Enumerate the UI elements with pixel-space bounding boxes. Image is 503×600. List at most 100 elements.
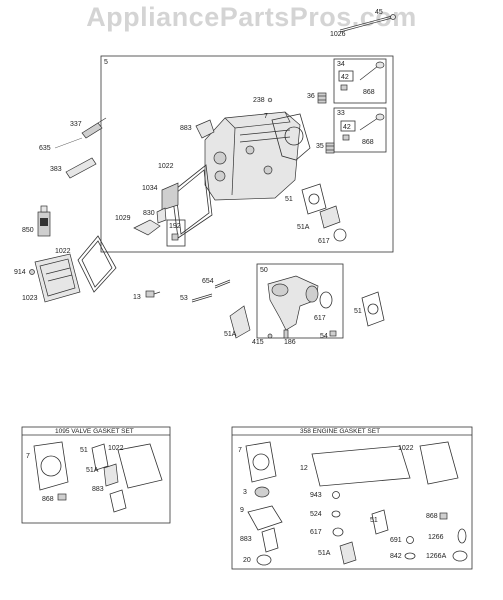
- gasket-51A-b[interactable]: [229, 305, 251, 339]
- valve-box-34-number: 34: [337, 61, 345, 68]
- egs-gasket-9[interactable]: [247, 505, 283, 531]
- egs-label-524: 524: [310, 511, 322, 518]
- egs-ring-1266[interactable]: [457, 528, 467, 544]
- valve-box-33-number: 33: [337, 110, 345, 117]
- label-45: 45: [375, 9, 383, 16]
- label-635: 635: [39, 145, 51, 152]
- valve-34[interactable]: [340, 61, 385, 91]
- screw-13[interactable]: [145, 290, 161, 298]
- intake-manifold[interactable]: [267, 275, 319, 331]
- egs-gasket-883[interactable]: [261, 527, 279, 553]
- label-617b: 617: [314, 315, 326, 322]
- part-192[interactable]: [171, 233, 179, 241]
- valve-33[interactable]: [342, 113, 385, 141]
- vgs-label-883: 883: [92, 486, 104, 493]
- egs-label-842: 842: [390, 553, 402, 560]
- label-383: 383: [50, 166, 62, 173]
- valve-cover-gasket-1022a[interactable]: [171, 164, 213, 239]
- egs-label-1266: 1266: [428, 534, 444, 541]
- valve-box-34: [333, 58, 387, 104]
- egs-gasket-51A[interactable]: [339, 541, 357, 565]
- watermark: AppliancePartsPros.com: [86, 2, 417, 32]
- label-53: 53: [180, 295, 188, 302]
- stud-53[interactable]: [191, 293, 213, 303]
- egs-label-883: 883: [240, 536, 252, 543]
- label-883: 883: [180, 125, 192, 132]
- vgs-part-868[interactable]: [57, 493, 67, 501]
- vgs-gasket-7[interactable]: [33, 441, 69, 491]
- egs-gasket-12[interactable]: [311, 445, 411, 487]
- egs-part-868[interactable]: [439, 512, 448, 520]
- egs-gasket-7[interactable]: [245, 441, 277, 483]
- egs-seal-20[interactable]: [256, 554, 272, 566]
- gasket-883[interactable]: [195, 119, 215, 139]
- vgs-gasket-51[interactable]: [91, 443, 109, 471]
- inner-box-42b: [340, 120, 356, 132]
- vgs-label-1022: 1022: [108, 445, 124, 452]
- label-1026: 1026: [330, 31, 346, 38]
- box-192: [166, 219, 186, 247]
- breather-1029[interactable]: [133, 219, 161, 236]
- gasket-51b[interactable]: [361, 291, 385, 327]
- egs-ring-617[interactable]: [332, 527, 344, 537]
- vgs-gasket-883[interactable]: [109, 489, 127, 513]
- gasket-51A-a[interactable]: [319, 205, 341, 229]
- part-54[interactable]: [329, 330, 337, 337]
- valve-cover-gasket-1022b[interactable]: [77, 235, 117, 293]
- label-42a: 42: [341, 74, 349, 81]
- label-617a: 617: [318, 238, 330, 245]
- label-415: 415: [252, 339, 264, 346]
- label-868b: 868: [362, 139, 374, 146]
- intake-box-50-number: 50: [260, 267, 268, 274]
- egs-ring-842[interactable]: [404, 552, 416, 560]
- sealant-850[interactable]: [37, 205, 51, 237]
- label-337: 337: [70, 121, 82, 128]
- vgs-gasket-1022[interactable]: [117, 443, 163, 489]
- egs-gasket-1022[interactable]: [419, 441, 459, 485]
- egs-label-691: 691: [390, 537, 402, 544]
- vgs-label-868: 868: [42, 496, 54, 503]
- vgs-label-7: 7: [26, 453, 30, 460]
- label-1023: 1023: [22, 295, 38, 302]
- label-850: 850: [22, 227, 34, 234]
- part-45-1026-rod[interactable]: [339, 14, 396, 33]
- part-830[interactable]: [156, 207, 167, 224]
- intake-box-50: [256, 263, 344, 339]
- box-192-number: 192: [169, 223, 181, 230]
- label-42b: 42: [343, 124, 351, 131]
- o-ring-617a[interactable]: [333, 228, 347, 242]
- egs-ring-524[interactable]: [331, 510, 341, 518]
- vgs-gasket-51A[interactable]: [103, 463, 119, 487]
- head-gasket-7[interactable]: [271, 113, 311, 161]
- label-13: 13: [133, 294, 141, 301]
- spark-plug-337[interactable]: [81, 117, 107, 139]
- spring-35[interactable]: [325, 142, 335, 154]
- part-415[interactable]: [267, 333, 273, 339]
- egs-seal-3[interactable]: [254, 486, 270, 498]
- screw-914[interactable]: [29, 269, 35, 275]
- valve-cover-1023[interactable]: [34, 253, 81, 303]
- stud-654[interactable]: [214, 279, 231, 289]
- label-654: 654: [202, 278, 214, 285]
- o-ring-617b[interactable]: [319, 291, 333, 309]
- valve-gasket-set-box: [21, 426, 171, 524]
- spring-36[interactable]: [317, 92, 327, 104]
- egs-label-617: 617: [310, 529, 322, 536]
- label-51a: 51: [285, 196, 293, 203]
- egs-ring-943[interactable]: [332, 491, 340, 499]
- plate-1034[interactable]: [161, 182, 179, 211]
- gasket-51a[interactable]: [301, 183, 327, 215]
- egs-gasket-51[interactable]: [371, 509, 389, 535]
- engine-gasket-set-title: 358 ENGINE GASKET SET: [300, 428, 380, 435]
- egs-label-943: 943: [310, 492, 322, 499]
- label-51b: 51: [354, 308, 362, 315]
- egs-ring-1266A[interactable]: [452, 550, 468, 562]
- part-238[interactable]: [267, 97, 273, 103]
- egs-label-3: 3: [243, 489, 247, 496]
- part-383[interactable]: [65, 157, 97, 179]
- cylinder-head[interactable]: [204, 111, 301, 201]
- egs-ring-691[interactable]: [406, 536, 414, 544]
- part-186[interactable]: [283, 329, 289, 339]
- inner-box-42a: [338, 70, 354, 82]
